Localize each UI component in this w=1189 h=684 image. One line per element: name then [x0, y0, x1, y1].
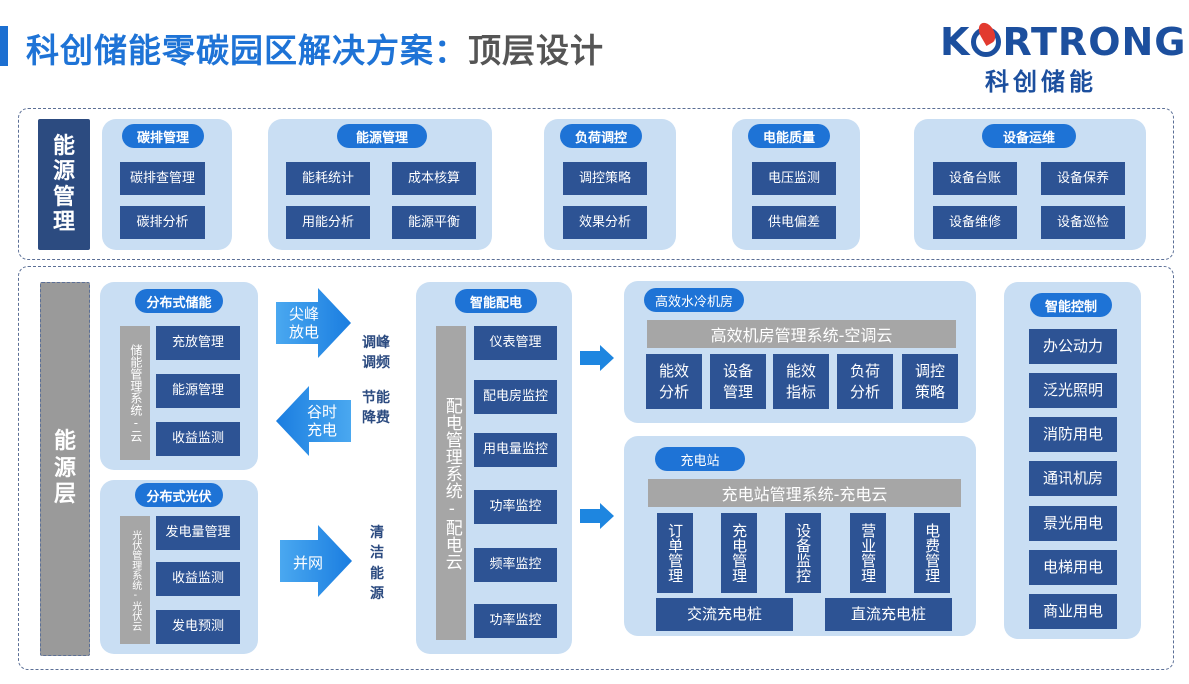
cooling-title: 高效水冷机房	[644, 288, 744, 312]
supply-deviation-button[interactable]: 供电偏差	[752, 206, 836, 239]
title-accent-bar	[0, 26, 8, 66]
arrow-right-icon	[280, 525, 352, 597]
telecom-room-button[interactable]: 通讯机房	[1029, 461, 1117, 496]
pv-revenue-button[interactable]: 收益监测	[156, 562, 240, 596]
power-quality-title: 电能质量	[748, 124, 830, 148]
business-mgmt-button[interactable]: 营业管理	[850, 513, 886, 593]
voltage-monitor-button[interactable]: 电压监测	[752, 162, 836, 195]
power-monitor-button[interactable]: 功率监控	[474, 490, 557, 524]
energy-layer-label: 能源层	[40, 282, 90, 656]
consumption-monitor-button[interactable]: 用电量监控	[474, 433, 557, 467]
carbon-analysis-button[interactable]: 碳排分析	[120, 206, 205, 239]
control-strategy-button[interactable]: 调控策略	[563, 162, 647, 195]
equipment-repair-button[interactable]: 设备维修	[933, 206, 1017, 239]
small-arrow-right-icon	[580, 503, 614, 529]
elevator-power-button[interactable]: 电梯用电	[1029, 550, 1117, 585]
smart-control-title: 智能控制	[1030, 293, 1112, 317]
charging-title: 充电站	[655, 447, 745, 471]
generation-mgmt-button[interactable]: 发电量管理	[156, 516, 240, 550]
ac-charger-button[interactable]: 交流充电桩	[656, 598, 793, 631]
grid-connect-label: 并网	[292, 554, 323, 572]
generation-forecast-button[interactable]: 发电预测	[156, 610, 240, 644]
landscape-light-button[interactable]: 景光用电	[1029, 506, 1117, 541]
storage-system-label: 储能管理系统-云	[120, 326, 150, 460]
flame-logo-icon	[971, 19, 1002, 57]
carbon-management-title: 碳排管理	[122, 124, 204, 148]
page-title: 科创储能零碳园区解决方案：顶层设计	[26, 31, 604, 70]
energy-saving-text: 节能降费	[362, 390, 390, 427]
order-mgmt-button[interactable]: 订单管理	[657, 513, 693, 593]
carbon-check-button[interactable]: 碳排查管理	[120, 162, 205, 195]
peak-discharge-label: 尖峰放电	[288, 305, 319, 341]
energy-stats-button[interactable]: 能耗统计	[286, 162, 370, 195]
storage-title: 分布式储能	[135, 289, 223, 313]
switchroom-monitor-button[interactable]: 配电房监控	[474, 380, 557, 414]
arrow-right-icon	[276, 288, 351, 358]
cooling-strategy-button[interactable]: 调控策略	[902, 354, 958, 409]
load-control-title: 负荷调控	[560, 124, 642, 148]
energy-mgmt-title: 能源管理	[337, 124, 427, 148]
fire-power-button[interactable]: 消防用电	[1029, 417, 1117, 452]
usage-analysis-button[interactable]: 用能分析	[286, 206, 370, 239]
energy-balance-button[interactable]: 能源平衡	[392, 206, 476, 239]
cooling-system-bar: 高效机房管理系统-空调云	[647, 320, 956, 348]
storage-revenue-button[interactable]: 收益监测	[156, 422, 240, 456]
energy-management-label: 能源管理	[38, 119, 90, 250]
equipment-monitor-button[interactable]: 设备监控	[785, 513, 821, 593]
commercial-power-button[interactable]: 商业用电	[1029, 594, 1117, 629]
dc-charger-button[interactable]: 直流充电桩	[825, 598, 952, 631]
charge-discharge-button[interactable]: 充放管理	[156, 326, 240, 360]
peak-regulation-text: 调峰调频	[362, 335, 390, 372]
fee-mgmt-button[interactable]: 电费管理	[914, 513, 950, 593]
efficiency-analysis-button[interactable]: 能效分析	[646, 354, 702, 409]
pv-system-label: 光伏管理系统-光伏云	[120, 516, 150, 644]
arrow-left-icon	[276, 386, 351, 456]
company-logo-cn: 科创储能	[985, 68, 1097, 96]
pv-title: 分布式光伏	[135, 483, 223, 507]
charging-system-bar: 充电站管理系统-充电云	[648, 479, 961, 507]
meter-mgmt-button[interactable]: 仪表管理	[474, 326, 557, 360]
small-arrow-right-icon	[580, 345, 614, 371]
office-power-button[interactable]: 办公动力	[1029, 329, 1117, 364]
distribution-system-label: 配电管理系统-配电云	[436, 326, 466, 640]
cost-accounting-button[interactable]: 成本核算	[392, 162, 476, 195]
distribution-title: 智能配电	[455, 289, 537, 313]
equipment-om-title: 设备运维	[982, 124, 1076, 148]
effect-analysis-button[interactable]: 效果分析	[563, 206, 647, 239]
equipment-ledger-button[interactable]: 设备台账	[933, 162, 1017, 195]
energy-layer-frame	[18, 266, 1174, 670]
energy-management-frame	[18, 108, 1174, 260]
load-analysis-button[interactable]: 负荷分析	[837, 354, 893, 409]
equipment-inspect-button[interactable]: 设备巡检	[1041, 206, 1125, 239]
cooling-equipment-button[interactable]: 设备管理	[710, 354, 766, 409]
frequency-monitor-button[interactable]: 频率监控	[474, 548, 557, 582]
efficiency-index-button[interactable]: 能效指标	[773, 354, 829, 409]
equipment-maintain-button[interactable]: 设备保养	[1041, 162, 1125, 195]
charge-mgmt-button[interactable]: 充电管理	[721, 513, 757, 593]
floodlight-button[interactable]: 泛光照明	[1029, 373, 1117, 408]
storage-energy-button[interactable]: 能源管理	[156, 374, 240, 408]
valley-charge-label: 谷时充电	[306, 403, 337, 439]
power-monitor-button-2[interactable]: 功率监控	[474, 604, 557, 638]
clean-energy-text: 清洁能源	[370, 525, 384, 602]
